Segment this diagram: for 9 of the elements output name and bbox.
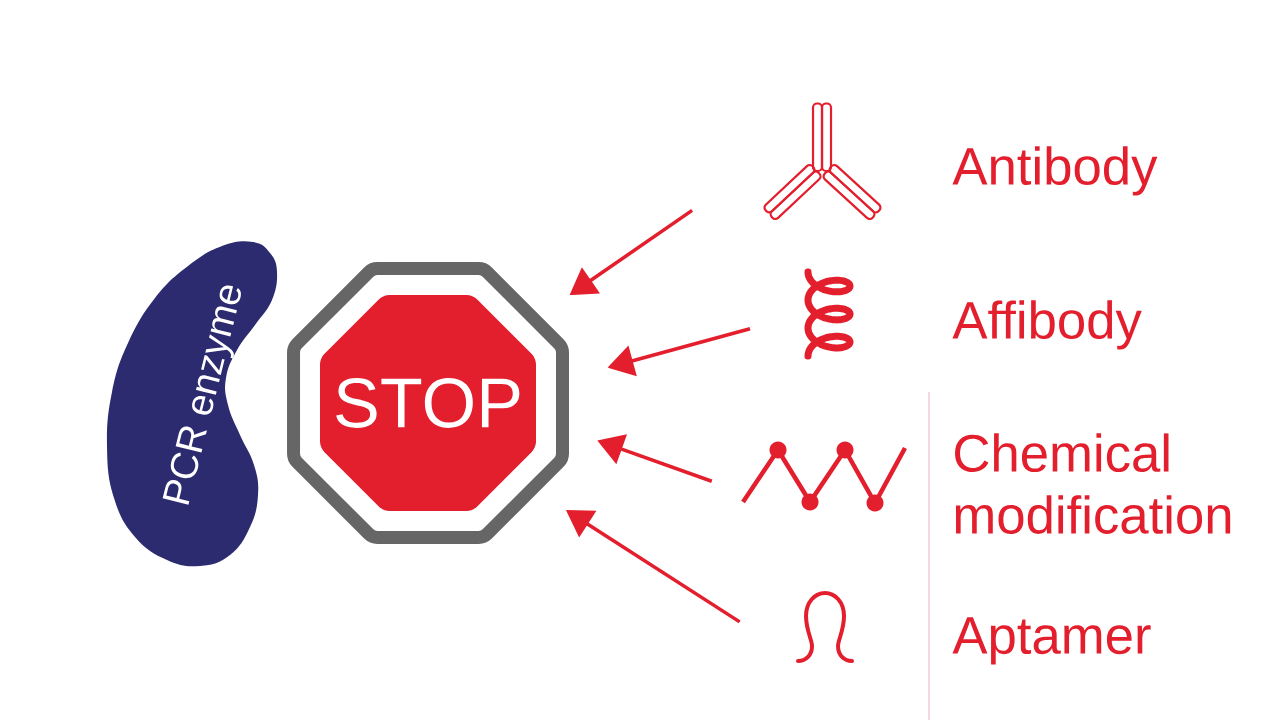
stop-sign: STOP xyxy=(287,262,569,544)
zigzag-icon xyxy=(741,441,907,512)
antibody-icon xyxy=(763,102,882,221)
helix-icon xyxy=(804,268,854,360)
loop-icon xyxy=(796,591,854,663)
item-label: Affibody xyxy=(952,300,1142,350)
item-label: Aptamer xyxy=(952,617,1151,665)
item-label: Chemical modification xyxy=(955,433,1231,534)
item-label: Antibody xyxy=(952,146,1158,196)
